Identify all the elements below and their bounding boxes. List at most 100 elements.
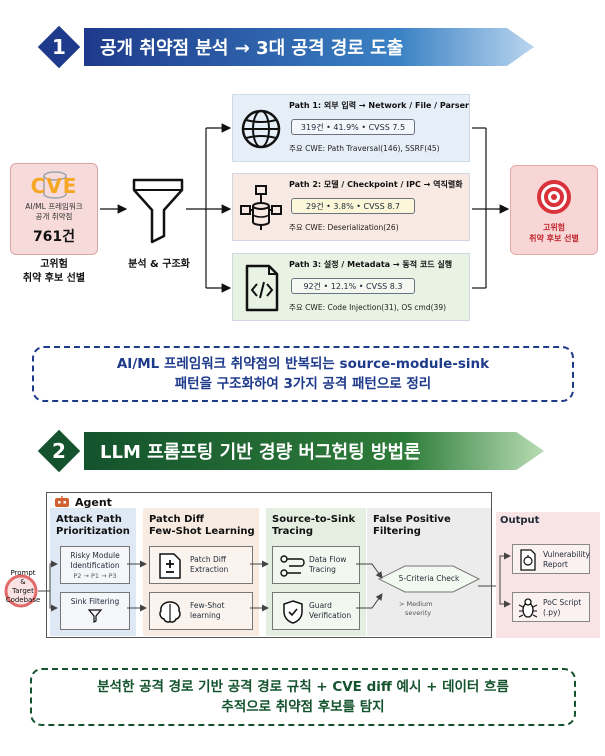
section1-callout: AI/ML 프레임워크 취약점의 반복되는 source-module-sink… [32, 346, 574, 402]
output-item2-line2: (.py) [543, 608, 561, 617]
cve-caption: 고위험 취약 후보 선별 [6, 258, 102, 286]
output-item2-line1: PoC Script [543, 598, 582, 607]
plus-minus-file-icon [159, 553, 181, 579]
bug-icon [518, 598, 538, 618]
cve-source-box: CVE AI/ML 프레임워크 공개 취약점 761건 [10, 163, 98, 255]
patch-title-line2: Few-Shot Learning [149, 526, 255, 537]
source-title-line2: Tracing [272, 526, 314, 537]
patch-diff-column: Patch Diff Few-Shot Learning Patch Diff … [143, 508, 259, 636]
input-label: Prompt & Target Codebase [2, 569, 44, 605]
input-label-line3: Target [12, 587, 34, 595]
globe-icon [241, 109, 281, 149]
cve-caption-line2: 취약 후보 선별 [22, 273, 86, 284]
risky-module-box: Risky Module Identification P2 → P1 → P3 [60, 546, 130, 584]
few-shot-learning-label: Few-Shot learning [190, 601, 224, 621]
path1-cwe: 주요 CWE: Path Traversal(146), SSRF(45) [289, 144, 440, 153]
path1-title: Path 1: 외부 입력 → Network / File / Parser [289, 101, 469, 110]
patch-mod2-line1: Few-Shot [190, 601, 225, 610]
output-item1-line1: Vulnerability [543, 550, 590, 559]
output-item1-line2: Report [543, 560, 568, 569]
section2-connectors [38, 552, 511, 612]
path3-title: Path 3: 설정 / Metadata → 동적 코드 실행 [289, 260, 453, 269]
database-network-icon [240, 185, 282, 230]
criteria-check-label: 5-Criteria Check [398, 574, 460, 583]
source-mod1-line1: Data Flow [309, 555, 347, 564]
cve-logo: CVE [30, 174, 78, 198]
source-mod2-line2: Verification [309, 611, 352, 620]
brain-icon [159, 601, 181, 623]
path3-cwe: 주요 CWE: Code Injection(31), OS cmd(39) [289, 303, 447, 312]
funnel-icon [132, 178, 184, 244]
report-icon [520, 549, 536, 571]
guard-verification-label: Guard Verification [309, 601, 351, 621]
data-flow-tracing-label: Data Flow Tracing [309, 555, 346, 575]
cve-count: 761건 [32, 229, 76, 245]
criteria-check-diamond [377, 565, 481, 593]
cve-caption-line1: 고위험 [40, 259, 68, 270]
target-label-line2: 취약 후보 선별 [529, 234, 579, 243]
vulnerability-report-box: Vulnerability Report [512, 544, 590, 574]
attack-title-line2: Prioritization [56, 526, 130, 537]
path2-stats: 29건 • 3.8% • CVSS 8.7 [291, 198, 415, 214]
fp-note-line1: > Medium [399, 600, 433, 608]
vulnerability-report-label: Vulnerability Report [543, 550, 590, 570]
target-icon [537, 180, 571, 214]
cve-sub-line1: AI/ML 프레임워크 [25, 202, 83, 211]
section2-banner: 2 LLM 프롬프팅 기반 경량 버그헌팅 방법론 [34, 429, 544, 473]
path3-box: Path 3: 설정 / Metadata → 동적 코드 실행 92건 • 1… [232, 253, 470, 321]
filter-icon [87, 609, 103, 623]
false-positive-column: False Positive Filtering 5-Criteria Chec… [367, 508, 491, 636]
path3-stats: 92건 • 12.1% • CVSS 8.3 [291, 278, 415, 294]
attack-title-line1: Attack Path [56, 514, 122, 525]
source-mod1-line2: Tracing [309, 565, 336, 574]
risky-module-line2: Identification [70, 561, 120, 570]
source-title-line1: Source-to-Sink [272, 514, 356, 525]
section1-number: 1 [52, 35, 66, 59]
path2-title: Path 2: 모델 / Checkpoint / IPC → 역직렬화 [289, 180, 463, 189]
attack-path-column: Attack Path Prioritization Risky Module … [50, 508, 136, 636]
section2-callout-line2: 추적으로 취약점 후보를 탐지 [221, 699, 385, 715]
input-circle [4, 574, 38, 608]
section1-title: 공개 취약점 분석 → 3대 공격 경로 도출 [84, 28, 534, 66]
patch-diff-extraction-label: Patch Diff Extraction [190, 555, 228, 575]
source-to-sink-column: Source-to-Sink Tracing Data Flow Tracing… [266, 508, 366, 636]
patch-diff-extraction-box: Patch Diff Extraction [149, 546, 253, 584]
section1-connectors [100, 123, 510, 293]
risky-module-line1: Risky Module [70, 551, 120, 560]
database-icon [43, 171, 67, 199]
target-box: 고위험 취약 후보 선별 [510, 165, 598, 255]
patch-mod1-line1: Patch Diff [190, 555, 227, 564]
fp-title-line2: Filtering [373, 526, 421, 537]
risky-module-sub: P2 → P1 → P3 [73, 572, 117, 580]
section2-title: LLM 프롬프팅 기반 경량 버그헌팅 방법론 [84, 432, 544, 470]
robot-icon [55, 496, 69, 507]
shield-icon [283, 600, 303, 624]
path1-stats: 319건 • 41.9% • CVSS 7.5 [291, 119, 415, 135]
input-label-line2: & [20, 578, 26, 586]
section2-callout-line1: 분석한 공격 경로 기반 공격 경로 규칙 + CVE diff 예시 + 데이… [97, 679, 509, 695]
section1-callout-line2: 패턴을 구조화하여 3가지 공격 패턴으로 정리 [174, 376, 432, 392]
patch-title-line1: Patch Diff [149, 514, 204, 525]
input-label-line1: Prompt [10, 569, 36, 577]
fp-note: > Medium severity [399, 600, 433, 618]
funnel-label: 분석 & 구조화 [128, 259, 190, 270]
section1-callout-line1: AI/ML 프레임워크 취약점의 반복되는 source-module-sink [116, 356, 490, 372]
poc-script-label: PoC Script (.py) [543, 598, 581, 618]
code-file-icon [245, 264, 279, 312]
fp-note-line2: severity [405, 609, 432, 617]
section2-number: 2 [52, 439, 66, 463]
patch-mod1-line2: Extraction [190, 565, 229, 574]
data-flow-tracing-box: Data Flow Tracing [272, 546, 360, 584]
section2-callout: 분석한 공격 경로 기반 공격 경로 규칙 + CVE diff 예시 + 데이… [30, 668, 576, 726]
output-title: Output [500, 515, 540, 526]
fp-title-line1: False Positive [373, 514, 451, 525]
path2-box: Path 2: 모델 / Checkpoint / IPC → 역직렬화 29건… [232, 173, 470, 241]
flow-icon [280, 555, 305, 577]
sink-filtering-box: Sink Filtering [60, 592, 130, 630]
cve-sub-line2: 공개 취약점 [35, 212, 73, 221]
path2-cwe: 주요 CWE: Deserialization(26) [289, 223, 399, 232]
sink-filtering-label: Sink Filtering [70, 597, 120, 606]
output-panel: Output Vulnerability Report PoC Script (… [496, 512, 600, 638]
source-mod2-line1: Guard [309, 601, 332, 610]
agent-container: Agent Attack Path Prioritization Risky M… [46, 492, 492, 638]
